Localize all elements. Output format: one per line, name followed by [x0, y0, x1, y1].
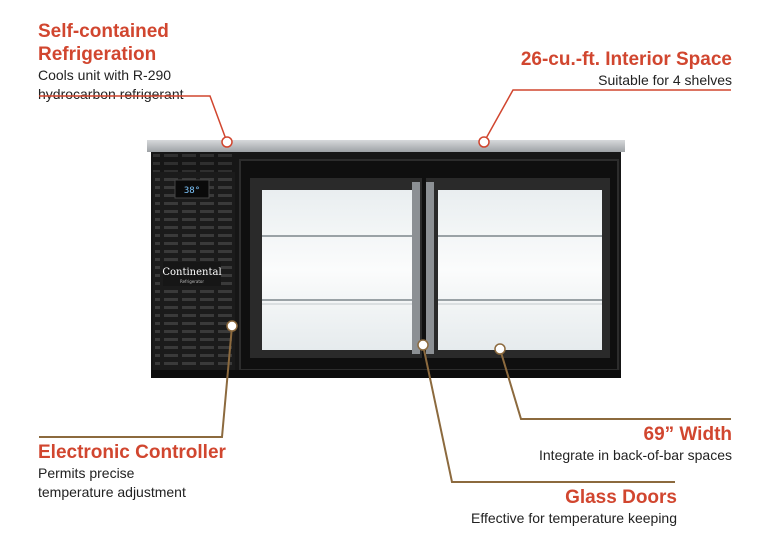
callout-refrigeration: Self-contained Refrigeration Cools unit … [38, 20, 184, 104]
callout-title: 69” Width [643, 424, 733, 445]
callout-title: Electronic Controller [38, 442, 226, 463]
callout-dot-interior [478, 136, 490, 148]
brand-logo-subtext: Refrigerator [180, 279, 204, 284]
right-glass-door [426, 178, 610, 358]
leader-lines-red [39, 89, 731, 143]
callout-glass-doors: Glass Doors Effective for temperature ke… [471, 486, 677, 528]
callout-dot-refrigeration [221, 136, 233, 148]
callout-description: Suitable for 4 shelves [598, 72, 732, 88]
callout-electronic-controller: Electronic Controller Permits precise te… [38, 441, 226, 502]
callout-dot-controller [226, 320, 238, 332]
counter-top [147, 140, 625, 152]
brand-logo: Continental Refrigerator [162, 262, 222, 286]
top-grille [153, 154, 235, 172]
callout-interior-space: 26-cu.-ft. Interior Space Suitable for 4… [521, 48, 732, 90]
leader-lines-gold [39, 325, 731, 483]
left-glass-door [250, 178, 422, 358]
brand-logo-text: Continental [162, 267, 221, 278]
electronic-controller: 38° [174, 179, 210, 199]
controller-readout: 38° [184, 186, 200, 196]
callout-width: 69” Width Integrate in back-of-bar space… [539, 423, 732, 465]
callout-description: Cools unit with R-290 hydrocarbon refrig… [38, 67, 184, 102]
callout-description: Permits precise temperature adjustment [38, 465, 186, 500]
callout-dot-width [494, 343, 506, 355]
callout-title: 26-cu.-ft. Interior Space [520, 49, 732, 70]
base-kickplate [151, 370, 621, 378]
callout-title: Self-contained Refrigeration [38, 21, 169, 65]
callout-description: Integrate in back-of-bar spaces [539, 447, 732, 463]
callout-title: Glass Doors [565, 487, 677, 508]
callout-description: Effective for temperature keeping [471, 510, 677, 526]
callout-dot-doors [417, 339, 429, 351]
